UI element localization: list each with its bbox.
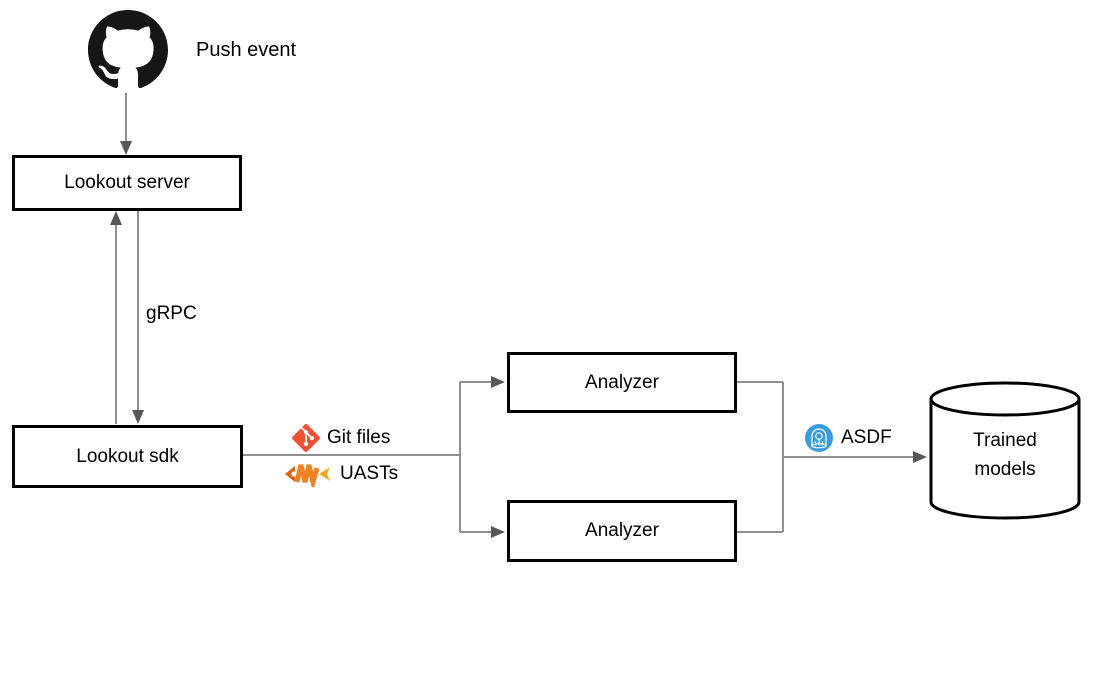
push-event-label: Push event bbox=[196, 39, 297, 61]
node-analyzer-bottom-label: Analyzer bbox=[585, 520, 659, 541]
git-files-label: Git files bbox=[327, 427, 391, 448]
git-logo-icon bbox=[292, 424, 320, 452]
babelfish-icon bbox=[285, 464, 330, 487]
arrowhead-to-analyzer-top bbox=[491, 376, 505, 388]
node-lookout-server-label: Lookout server bbox=[64, 172, 190, 193]
arrowhead-up-to-server bbox=[110, 211, 122, 225]
asdf-label-group: ASDF bbox=[804, 423, 892, 453]
uasts-label-group: UASTs bbox=[283, 461, 398, 487]
node-analyzer-bottom: Analyzer bbox=[507, 500, 737, 562]
github-icon bbox=[88, 10, 168, 92]
arrowhead-down-to-sdk bbox=[132, 410, 144, 424]
arrowhead-to-models bbox=[913, 451, 927, 463]
node-lookout-server: Lookout server bbox=[12, 155, 242, 211]
asdf-label: ASDF bbox=[841, 427, 892, 448]
git-files-label-group: Git files bbox=[292, 424, 390, 452]
asdf-format-icon bbox=[805, 424, 833, 452]
node-lookout-sdk-label: Lookout sdk bbox=[76, 445, 179, 467]
node-analyzer-top: Analyzer bbox=[507, 352, 737, 413]
node-lookout-sdk: Lookout sdk bbox=[12, 425, 243, 488]
node-trained-models: Trained models bbox=[930, 426, 1080, 485]
cylinder-body bbox=[929, 399, 1081, 520]
cylinder-top bbox=[929, 381, 1081, 417]
grpc-label: gRPC bbox=[146, 303, 197, 324]
node-trained-models-label: Trained models bbox=[973, 430, 1037, 481]
arrowhead-down-to-server bbox=[120, 141, 132, 155]
trained-models-cylinder bbox=[929, 381, 1081, 520]
uasts-label: UASTs bbox=[340, 463, 399, 484]
node-analyzer-top-label: Analyzer bbox=[585, 371, 659, 393]
arrowhead-to-analyzer-bottom bbox=[491, 526, 505, 538]
